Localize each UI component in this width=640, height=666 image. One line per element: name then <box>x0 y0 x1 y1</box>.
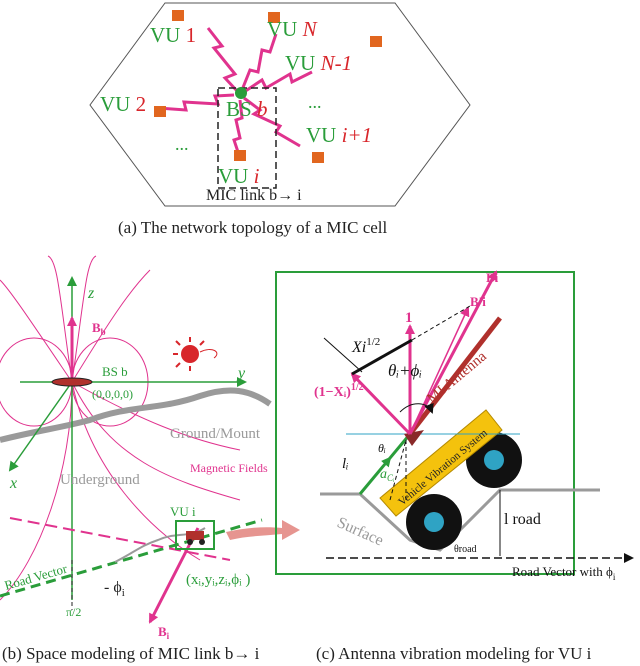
x-half-line <box>351 338 413 376</box>
vu-car-icon <box>186 531 204 540</box>
bi-vector-c <box>408 270 498 435</box>
bb-label: Bb <box>92 320 106 337</box>
vehicle-marker <box>370 36 382 47</box>
bprime-vector <box>409 306 470 435</box>
bprime-label: B'i <box>470 294 486 309</box>
road-vector-label: Road Vector <box>3 561 70 593</box>
one-minus-x-vector <box>350 372 412 436</box>
y-axis-label: y <box>236 365 246 382</box>
dashed-proj <box>411 305 471 341</box>
aci-label: aCᵢ <box>380 467 395 483</box>
panel-a: VU 1 VU N VU N-1 VU 2 BS b ... VU i+1 ..… <box>89 2 471 207</box>
signal-burst-icon <box>173 337 218 371</box>
mi-antenna <box>408 316 502 436</box>
li-label: lᵢ <box>342 456 349 472</box>
theta-i-label: θᵢ <box>378 441 386 455</box>
vehicle-marker <box>154 106 166 117</box>
ground-line <box>0 387 272 443</box>
angle-arc <box>399 402 434 414</box>
zoom-arrow <box>226 520 300 540</box>
vehicle-markers <box>154 10 382 163</box>
wheel <box>406 494 462 550</box>
bs-label: BS b <box>226 97 267 121</box>
aci-vector <box>359 456 392 495</box>
vui-label: VU i <box>218 164 260 188</box>
panel-c: Bi B'i 1 Xi1/2 θᵢ+ϕᵢ (1−Xᵢ)1/2 MI Antenn… <box>275 270 634 582</box>
vu1-label: VU 1 <box>150 23 196 47</box>
caption-a: (a) The network topology of a MIC cell <box>118 218 388 237</box>
x-axis-label: x <box>9 475 17 492</box>
x-axis <box>8 381 73 472</box>
origin-label: (0,0,0,0) <box>92 387 133 401</box>
x-half-label: Xi1/2 <box>351 336 380 356</box>
vibration-system-bar <box>379 409 503 517</box>
dashed-tilt <box>389 439 407 501</box>
vehicle-marker <box>172 10 184 21</box>
surface-label: Surface <box>334 514 386 549</box>
one-label: 1 <box>405 310 413 326</box>
magnetic-field-lines <box>0 255 241 601</box>
road-vector <box>0 518 263 598</box>
coords-label: (xᵢ,yᵢ,zᵢ,ϕᵢ ) <box>186 572 250 588</box>
vehicle-marker <box>268 12 280 23</box>
bs-b-label: BS b <box>102 364 128 379</box>
road-vector-with-label: Road Vector with ϕi <box>512 564 616 582</box>
vun1-label: VU N-1 <box>285 51 352 75</box>
vun-label: VU N <box>267 17 318 41</box>
aux-line <box>323 337 363 373</box>
bs-node <box>235 87 247 99</box>
caption-b: (b) Space modeling of MIC link b→ i <box>2 644 260 663</box>
l-road-label: l road <box>504 511 541 528</box>
underground-label: Underground <box>60 472 140 488</box>
panel-b: z y x Bb BS b (0,0,0,0) Ground/Mount Und… <box>0 255 300 641</box>
ground-mount-label: Ground/Mount <box>170 426 261 442</box>
theta-road-label: θroad <box>454 544 477 555</box>
ellipsis-right: ... <box>308 92 322 112</box>
ellipsis-left: ... <box>175 134 189 154</box>
z-axis-label: z <box>87 285 95 302</box>
vu2-label: VU 2 <box>100 92 146 116</box>
theta-phi-label: θᵢ+ϕᵢ <box>388 361 422 380</box>
minus-phi-label: - ϕi <box>104 579 125 599</box>
mic-link-label: MIC link b→ i <box>206 187 302 204</box>
panel-c-frame <box>275 271 575 575</box>
vehicle-marker <box>312 152 324 163</box>
road-ref-line <box>9 517 231 561</box>
vu-i-label: VU i <box>170 504 196 519</box>
mi-antenna-label: MI Antenna <box>424 348 490 407</box>
cell-hexagon <box>89 2 471 207</box>
vehicle-marker <box>234 150 246 161</box>
vui1-label: VU i+1 <box>306 123 372 147</box>
bi-label-b: Bi <box>158 624 170 641</box>
caption-c: (c) Antenna vibration modeling for VU i <box>316 644 592 663</box>
bs-coil <box>51 377 93 387</box>
mic-link-box <box>217 87 277 189</box>
vu-box <box>175 520 215 550</box>
one-minus-x-label: (1−Xᵢ)1/2 <box>314 382 364 400</box>
magnetic-fields-label: Magnetic Fields <box>190 461 268 475</box>
bi-label-c: Bi <box>486 270 499 285</box>
pi-half-label: π/2 <box>66 605 81 619</box>
